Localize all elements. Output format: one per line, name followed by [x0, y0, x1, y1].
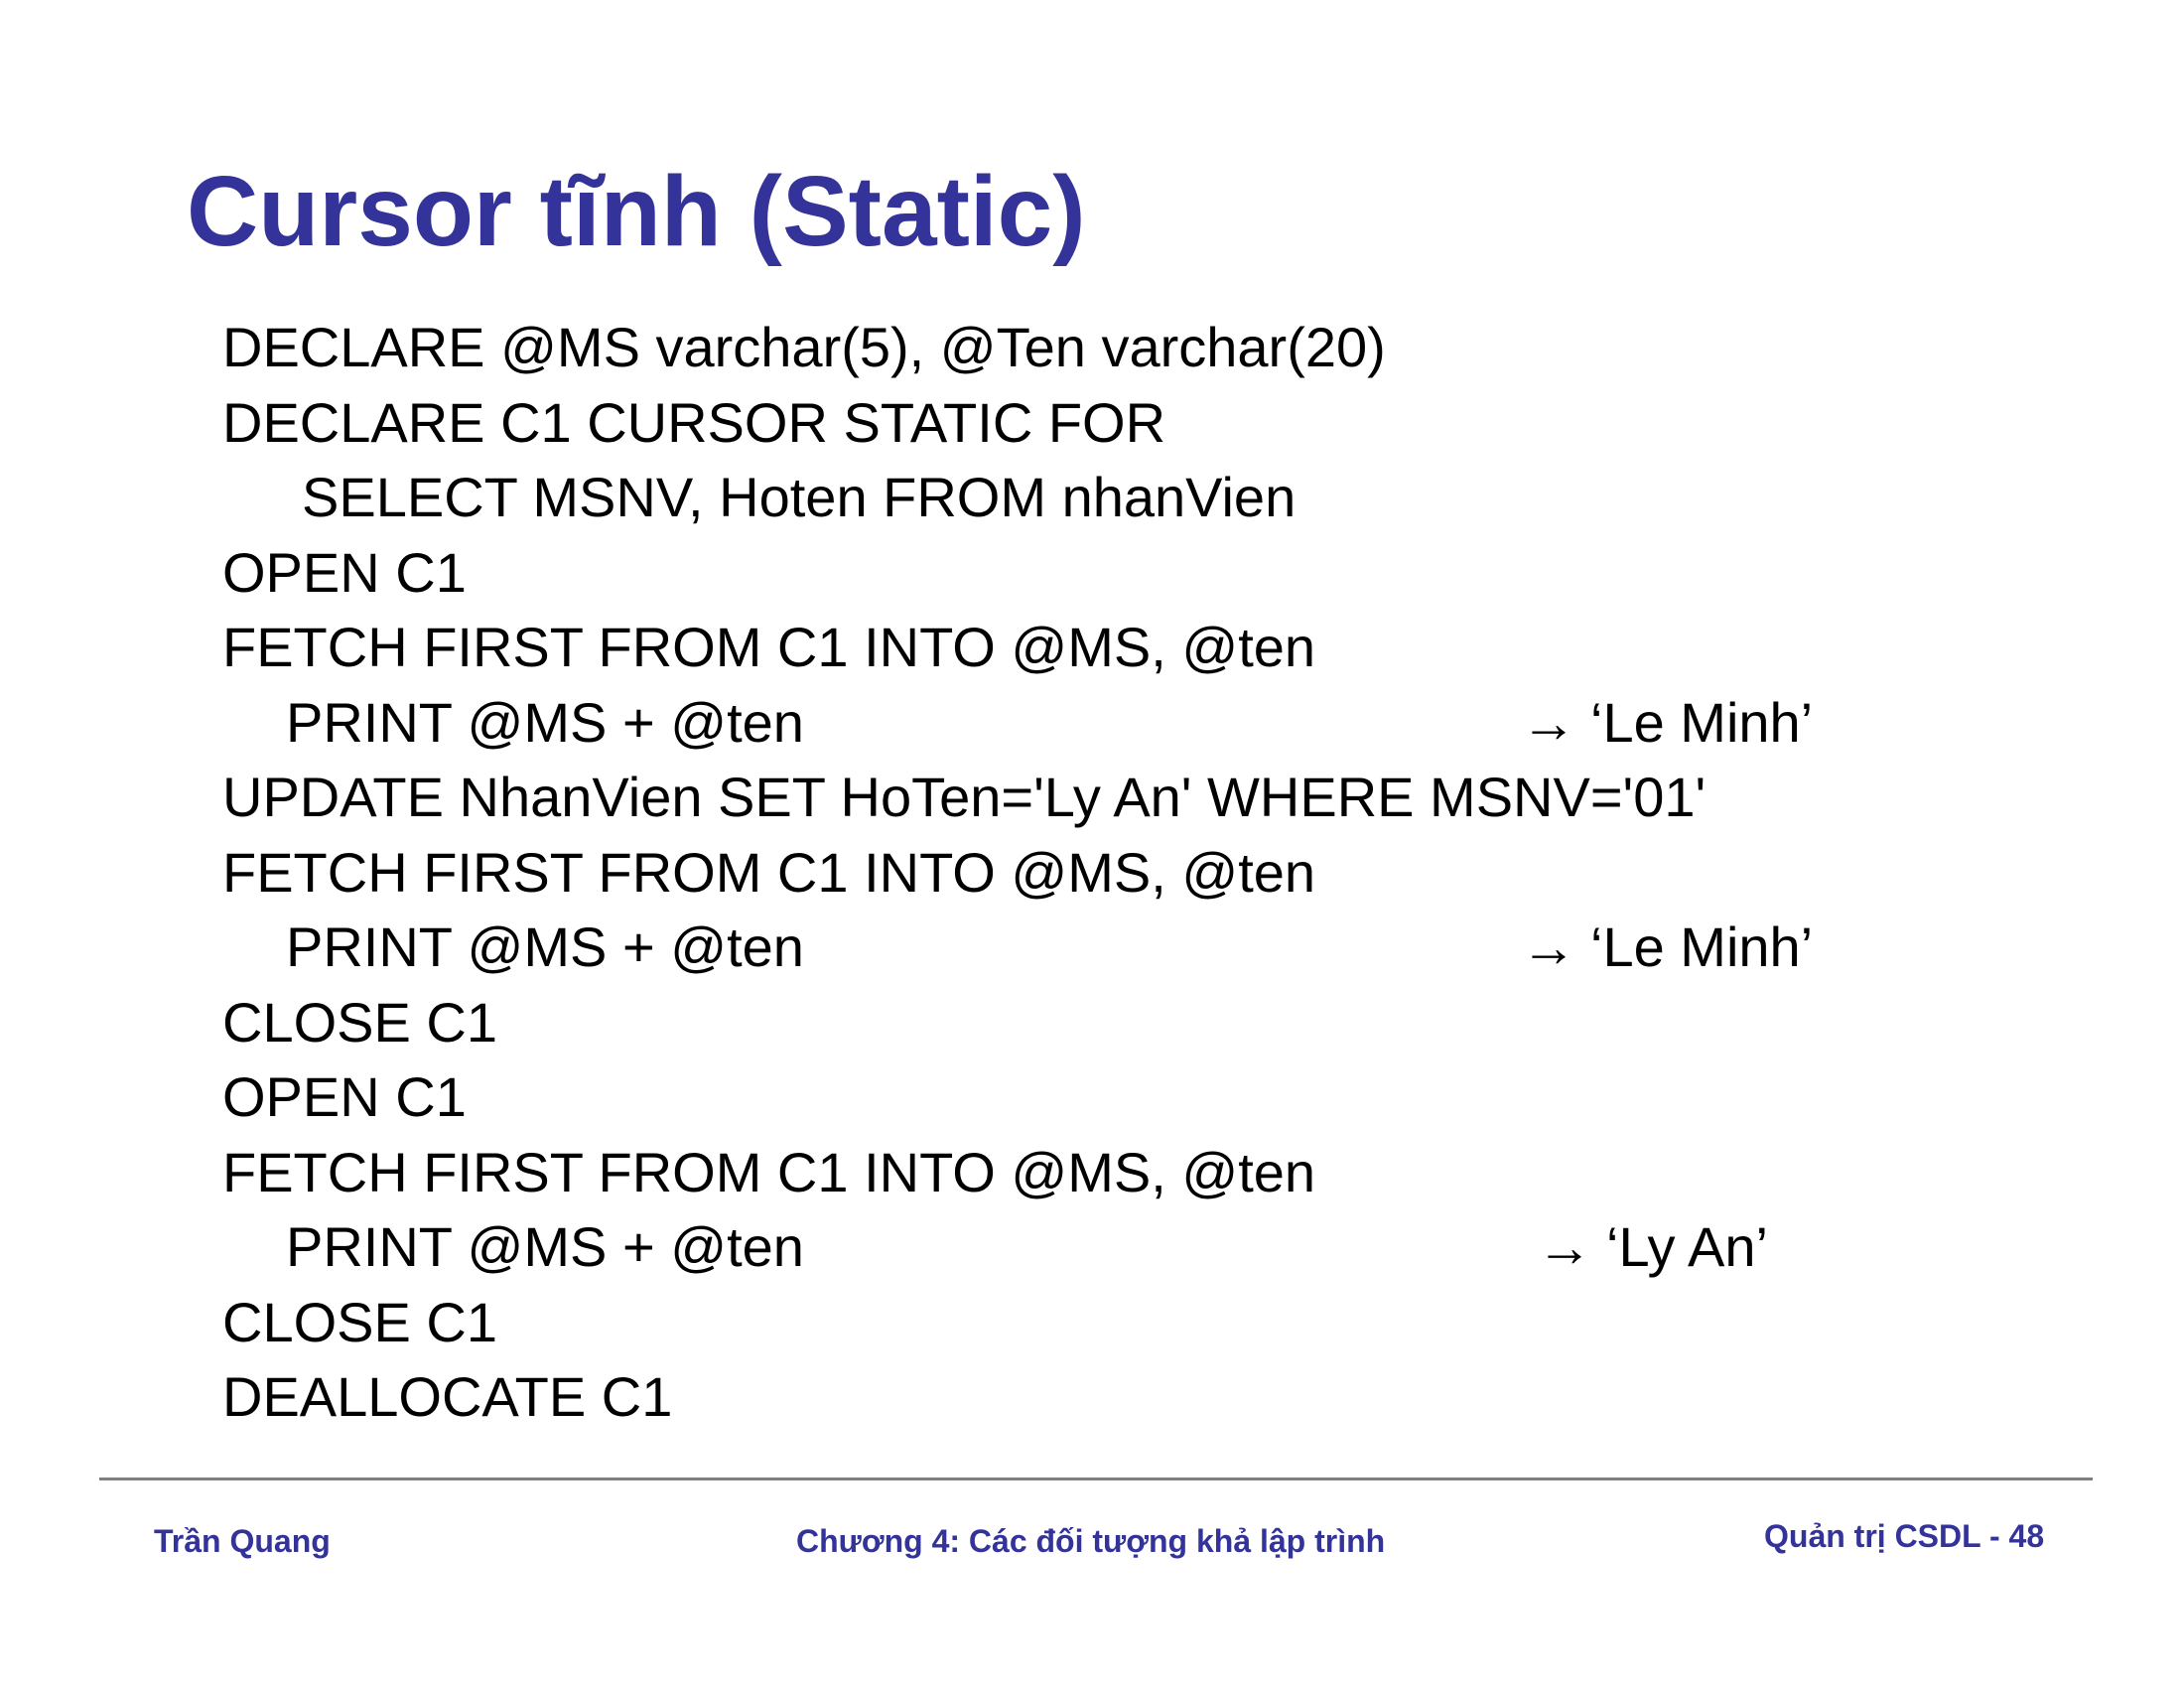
output-value: ‘Le Minh’: [1590, 690, 1814, 754]
code-line: DECLARE C1 CURSOR STATIC FOR: [222, 385, 2109, 461]
code-line-text: CLOSE C1: [222, 1290, 497, 1353]
code-line-text: DECLARE C1 CURSOR STATIC FOR: [222, 390, 1166, 454]
code-line-text: FETCH FIRST FROM C1 INTO @MS, @ten: [222, 616, 1316, 678]
output-result: →‘Le Minh’: [1521, 910, 1813, 985]
output-result: →‘Le Minh’: [1521, 685, 1813, 761]
footer-divider: [99, 1477, 2093, 1480]
code-line: FETCH FIRST FROM C1 INTO @MS, @ten: [222, 835, 2109, 911]
code-line: FETCH FIRST FROM C1 INTO @MS, @ten: [222, 1135, 2109, 1210]
code-block: DECLARE @MS varchar(5), @Ten varchar(20)…: [222, 310, 2109, 1435]
code-line: PRINT @MS + @ten →‘Le Minh’: [222, 910, 2109, 985]
code-line: SELECT MSNV, Hoten FROM nhanVien: [222, 460, 2109, 535]
code-line-text: FETCH FIRST FROM C1 INTO @MS, @ten: [222, 840, 1316, 904]
code-line: CLOSE C1: [222, 1285, 2109, 1360]
code-line: PRINT @MS + @ten →‘Le Minh’: [222, 685, 2109, 761]
right-arrow-icon: →: [1521, 690, 1576, 754]
code-line: CLOSE C1: [222, 985, 2109, 1060]
footer-page-number: Quản trị CSDL - 48: [1764, 1518, 2045, 1554]
code-line: OPEN C1: [222, 535, 2109, 611]
code-line-text: OPEN C1: [222, 1065, 467, 1128]
code-line-text: DEALLOCATE C1: [222, 1365, 673, 1428]
code-line-text: PRINT @MS + @ten: [286, 1215, 804, 1278]
code-line-text: PRINT @MS + @ten: [286, 690, 804, 754]
code-line-text: OPEN C1: [222, 540, 467, 604]
output-value: ‘Le Minh’: [1590, 915, 1814, 978]
output-result: →‘Ly An’: [1537, 1209, 1768, 1285]
code-line: FETCH FIRST FROM C1 INTO @MS, @ten: [222, 610, 2109, 685]
code-line-text: FETCH FIRST FROM C1 INTO @MS, @ten: [222, 1140, 1316, 1203]
code-line: PRINT @MS + @ten →‘Ly An’: [222, 1209, 2109, 1285]
code-line-text: DECLARE @MS varchar(5), @Ten varchar(20): [222, 316, 1386, 378]
code-line-text: CLOSE C1: [222, 990, 497, 1054]
right-arrow-icon: →: [1521, 915, 1576, 978]
output-value: ‘Ly An’: [1606, 1215, 1768, 1278]
code-line: OPEN C1: [222, 1059, 2109, 1135]
code-line: UPDATE NhanVien SET HoTen='Ly An' WHERE …: [222, 760, 2109, 835]
slide-title: Cursor tĩnh (Static): [187, 156, 1086, 267]
code-line: DEALLOCATE C1: [222, 1359, 2109, 1435]
code-line: DECLARE @MS varchar(5), @Ten varchar(20): [222, 310, 2109, 385]
code-line-text: UPDATE NhanVien SET HoTen='Ly An' WHERE …: [222, 766, 1706, 828]
code-line-text: PRINT @MS + @ten: [286, 915, 804, 978]
right-arrow-icon: →: [1537, 1215, 1592, 1278]
code-line-text: SELECT MSNV, Hoten FROM nhanVien: [302, 466, 1297, 528]
footer-author: Trần Quang: [154, 1523, 331, 1559]
footer-chapter: Chương 4: Các đối tượng khả lập trình: [796, 1523, 1386, 1559]
